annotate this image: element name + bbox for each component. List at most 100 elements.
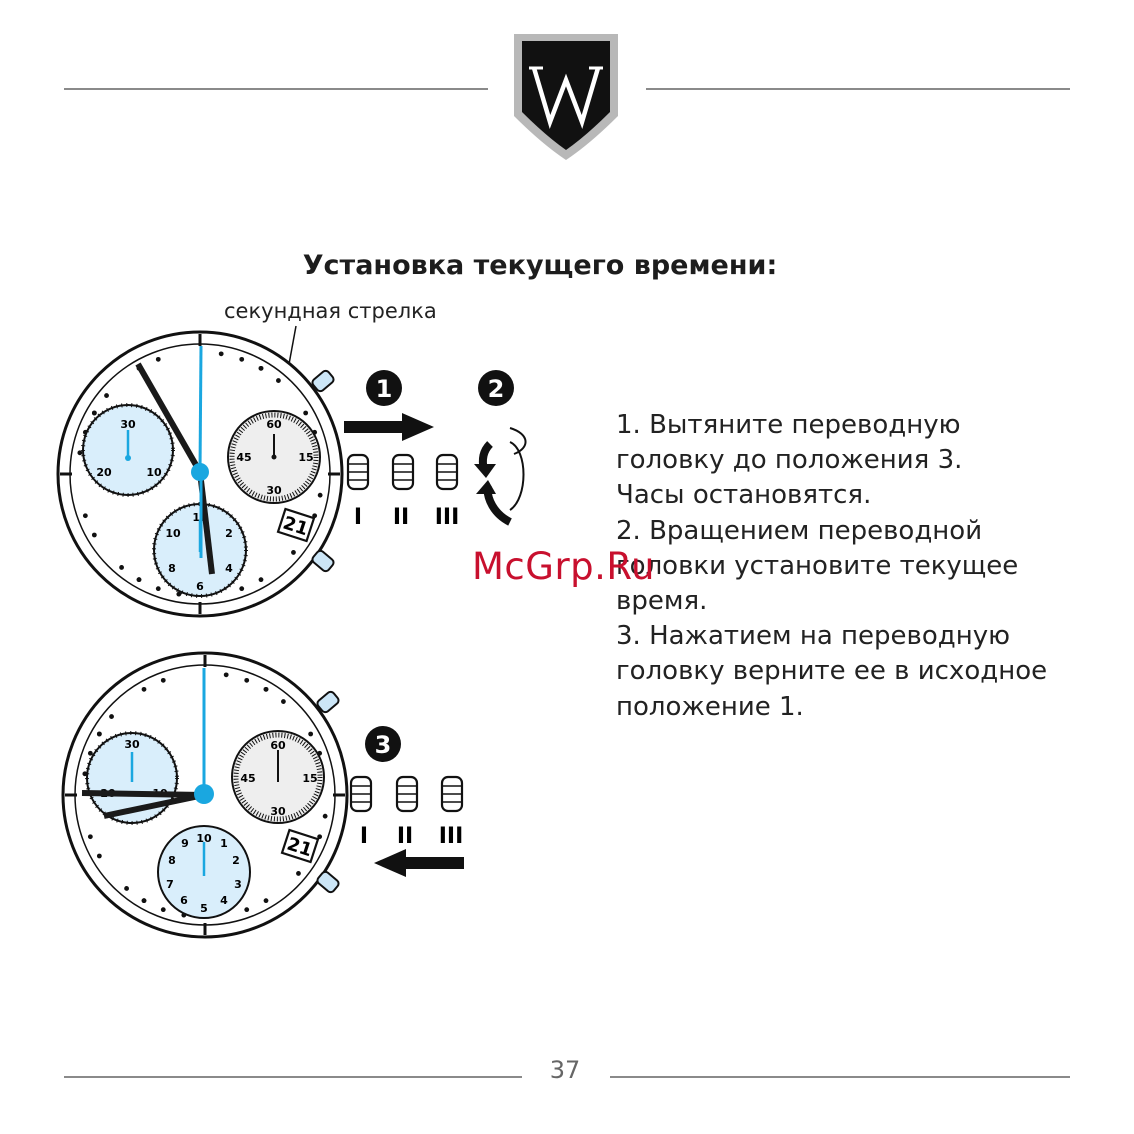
instruction-line: положение 1. bbox=[616, 691, 804, 722]
watermark-link[interactable]: McGrp.Ru bbox=[472, 545, 655, 588]
minute-dot bbox=[87, 750, 93, 756]
svg-text:2: 2 bbox=[225, 527, 233, 540]
minute-dot bbox=[263, 686, 269, 692]
minute-dot bbox=[77, 450, 83, 456]
position-label: I bbox=[354, 505, 362, 530]
position-label: II bbox=[393, 505, 409, 530]
push-arrow bbox=[374, 849, 464, 877]
header-rule-right bbox=[646, 88, 1070, 90]
svg-text:4: 4 bbox=[220, 894, 228, 907]
crown-position-1 bbox=[349, 775, 373, 813]
svg-text:15: 15 bbox=[302, 772, 317, 785]
minute-dot bbox=[119, 565, 124, 570]
main-hands bbox=[81, 668, 214, 819]
svg-text:2: 2 bbox=[232, 854, 240, 867]
svg-text:45: 45 bbox=[236, 451, 251, 464]
svg-text:20: 20 bbox=[96, 466, 112, 479]
minute-dot bbox=[296, 871, 301, 876]
svg-text:6: 6 bbox=[180, 894, 188, 907]
instruction-line: Часы остановятся. bbox=[616, 480, 872, 511]
svg-text:9: 9 bbox=[181, 837, 189, 850]
minute-dot bbox=[244, 677, 250, 683]
minute-dot bbox=[104, 393, 109, 398]
instructions-text: 1. Вытяните переводную головку до положе… bbox=[616, 408, 1116, 725]
svg-text:1: 1 bbox=[376, 375, 393, 403]
minute-dot bbox=[124, 886, 129, 891]
brand-shield-logo bbox=[514, 34, 618, 160]
footer-rule-left bbox=[64, 1076, 522, 1078]
instruction-line: 3. Нажатием на переводную bbox=[616, 621, 1010, 652]
step-badge-2: 2 bbox=[478, 370, 514, 406]
position-label: I bbox=[360, 824, 368, 849]
minute-dot bbox=[82, 513, 88, 519]
svg-text:3: 3 bbox=[234, 878, 242, 891]
subdial-minutes: 30 20 10 bbox=[81, 403, 175, 497]
svg-text:2: 2 bbox=[488, 375, 505, 403]
pusher-bottom bbox=[316, 870, 340, 894]
step-badge-3: 3 bbox=[365, 726, 401, 762]
subdial-hours: 10 9 1 8 2 7 3 6 4 5 bbox=[157, 825, 251, 919]
date-window: 21 bbox=[280, 828, 320, 864]
minute-dot bbox=[263, 898, 269, 904]
svg-text:1: 1 bbox=[220, 837, 228, 850]
subdial-seconds: 60 45 15 30 bbox=[227, 410, 321, 504]
minute-dot bbox=[258, 577, 264, 583]
minute-dot bbox=[281, 699, 286, 704]
subdial-minutes: 30 20 10 bbox=[85, 731, 179, 825]
svg-text:8: 8 bbox=[168, 854, 176, 867]
minute-dot bbox=[91, 410, 97, 416]
minute-dot bbox=[155, 356, 161, 362]
second-hand-label: секундная стрелка bbox=[224, 299, 437, 323]
minute-dot bbox=[276, 378, 281, 383]
minute-dot bbox=[160, 677, 166, 683]
subdial-seconds: 60 45 15 30 bbox=[231, 730, 325, 824]
pull-arrow bbox=[344, 413, 434, 441]
minute-dot bbox=[155, 586, 161, 592]
minute-dot bbox=[322, 813, 328, 819]
minute-dot bbox=[141, 898, 147, 904]
minute-dot bbox=[96, 853, 102, 859]
minute-dot bbox=[308, 731, 314, 737]
minute-dot bbox=[223, 672, 229, 678]
minute-dot bbox=[136, 577, 142, 583]
svg-text:8: 8 bbox=[168, 562, 176, 575]
minute-dot bbox=[87, 834, 93, 840]
crown-position-2 bbox=[395, 775, 419, 813]
position-label: III bbox=[439, 824, 464, 849]
minute-dot bbox=[160, 907, 166, 913]
svg-text:10: 10 bbox=[165, 527, 181, 540]
minute-dot bbox=[218, 351, 224, 357]
page-title: Установка текущего времени: bbox=[302, 250, 778, 281]
pusher-bottom bbox=[311, 549, 335, 573]
minute-dot bbox=[258, 365, 264, 371]
svg-text:30: 30 bbox=[266, 484, 282, 497]
rotate-arrows-icon bbox=[474, 427, 527, 526]
svg-text:10: 10 bbox=[146, 466, 162, 479]
instruction-line: 1. Вытяните переводную bbox=[616, 410, 961, 440]
instruction-line: 2. Вращением переводной bbox=[616, 515, 983, 546]
svg-text:7: 7 bbox=[166, 878, 174, 891]
svg-text:30: 30 bbox=[270, 805, 286, 818]
minute-dot bbox=[239, 356, 245, 362]
main-hands bbox=[135, 345, 215, 575]
svg-text:60: 60 bbox=[270, 739, 286, 752]
svg-text:10: 10 bbox=[196, 832, 212, 845]
minute-dot bbox=[317, 492, 323, 498]
minute-dot bbox=[239, 586, 245, 592]
page-number: 37 bbox=[549, 1056, 581, 1084]
position-label: II bbox=[397, 824, 413, 849]
step-badge-1: 1 bbox=[366, 370, 402, 406]
instruction-line: время. bbox=[616, 586, 708, 617]
svg-text:45: 45 bbox=[240, 772, 255, 785]
header-rule-left bbox=[64, 88, 488, 90]
minute-dot bbox=[317, 834, 323, 840]
instruction-line: головку до положения 3. bbox=[616, 445, 963, 476]
position-label: III bbox=[435, 505, 460, 530]
minute-dot bbox=[96, 731, 102, 737]
pusher-top bbox=[311, 369, 335, 393]
date-window: 21 bbox=[276, 507, 316, 543]
minute-dot bbox=[82, 771, 88, 777]
minute-dot bbox=[176, 591, 182, 597]
